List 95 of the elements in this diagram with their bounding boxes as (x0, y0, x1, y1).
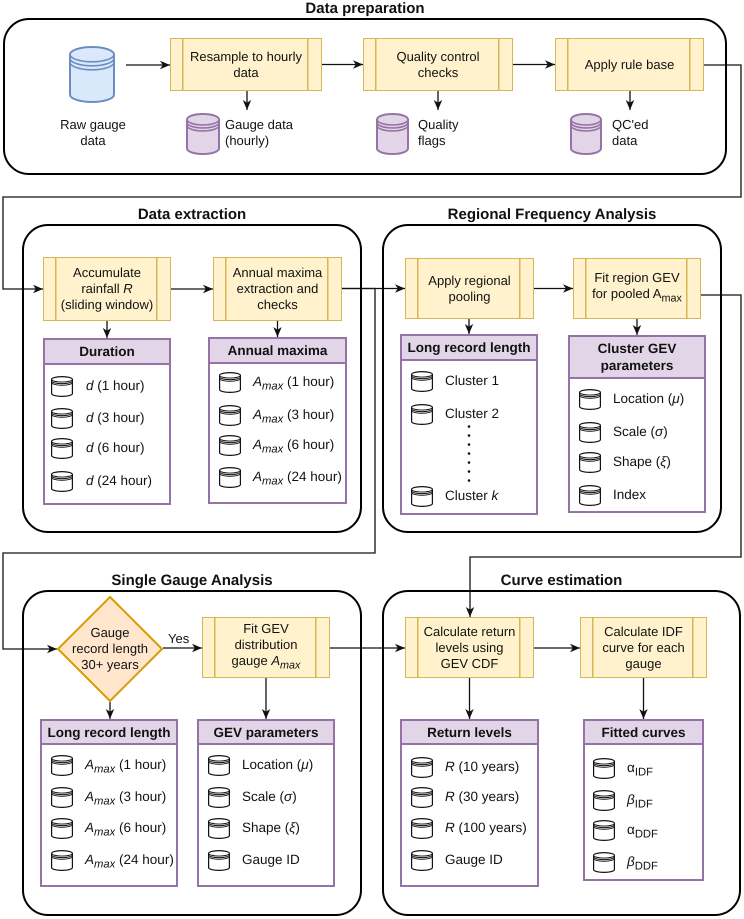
panel-header: Fitted curves (585, 721, 702, 745)
arrow (126, 60, 170, 70)
data-panel (197, 719, 335, 887)
arrow (106, 702, 114, 719)
group-title: Data preparation (305, 0, 425, 17)
data-panel (583, 719, 704, 881)
list-item: Cluster 2 (445, 405, 500, 423)
list-item: A$_{max}$ (3 hour) (85, 788, 166, 810)
list-item: d (6 hour) (86, 439, 145, 457)
list-item: A$_{max}$ (24 hour) (253, 468, 342, 490)
list-item: α$_{IDF}$ (627, 759, 653, 781)
list-item: β$_{DDF}$ (627, 853, 658, 875)
process-box: Calculate return levels using GEV CDF (405, 617, 534, 678)
list-item: A$_{max}$ (1 hour) (85, 756, 166, 778)
arrow (434, 91, 442, 110)
arrow (322, 60, 363, 69)
panel-header: Annual maxima (210, 339, 345, 364)
process-box: Resample to hourly data (170, 38, 322, 91)
list-item: Shape (ξ) (242, 819, 300, 837)
arrow (466, 294, 742, 617)
arrow (171, 284, 213, 294)
list-item: A$_{max}$ (6 hour) (253, 436, 334, 458)
list-item: Location (μ) (613, 390, 684, 408)
group-title: Data extraction (138, 206, 246, 223)
data-panel (568, 335, 706, 513)
process-box: Fit GEV distribution gauge A$_{max}$ (202, 617, 330, 678)
arrow (330, 644, 405, 652)
arrow (465, 678, 474, 719)
panel-header: Return levels (402, 721, 537, 745)
list-item: Index (613, 486, 646, 504)
arrow (2, 288, 376, 654)
list-item: R (30 years) (445, 788, 520, 806)
data-panel (43, 338, 171, 505)
list-item: d (3 hour) (86, 409, 145, 427)
group-title: Curve estimation (500, 572, 622, 589)
list-item: Cluster k (445, 487, 498, 505)
list-item: Location (μ) (242, 756, 314, 774)
list-item: R (10 years) (445, 758, 520, 776)
process-box: Apply regional pooling (405, 258, 534, 319)
list-item: A$_{max}$ (1 hour) (253, 373, 334, 395)
panel-header: Long record length (42, 721, 176, 745)
list-item: R (100 years) (445, 819, 527, 837)
list-item: β$_{IDF}$ (627, 791, 653, 813)
process-box: Fit region GEV for pooled A$_{max}$ (573, 258, 701, 319)
list-item: Scale (σ) (613, 423, 668, 441)
group-panel (22, 572, 362, 916)
process-box: Quality control checks (363, 38, 513, 91)
list-item: Cluster 1 (445, 372, 500, 390)
data-panel (400, 334, 538, 515)
panel-header: Cluster GEV parameters (570, 337, 704, 379)
data-panel (400, 719, 539, 887)
list-item: A$_{max}$ (3 hour) (253, 406, 334, 428)
arrow (163, 644, 202, 652)
process-box: Calculate IDF curve for each gauge (580, 617, 707, 678)
list-item: Shape (ξ) (613, 453, 671, 471)
data-label: Gauge data (hourly) (225, 117, 294, 149)
arrow (102, 321, 112, 338)
arrow (2, 64, 742, 294)
list-item: d (1 hour) (86, 377, 145, 395)
data-label: Quality flags (418, 117, 460, 149)
list-item: α$_{DDF}$ (627, 821, 658, 843)
process-box: Apply rule base (555, 38, 704, 91)
list-item: d (24 hour) (86, 472, 152, 490)
process-box: Annual maxima extraction and checks (213, 257, 342, 321)
list-item: Gauge ID (445, 851, 503, 869)
group-title: Single Gauge Analysis (111, 572, 273, 589)
arrow (534, 644, 580, 652)
list-item: Gauge ID (242, 851, 300, 869)
arrow (632, 319, 642, 335)
process-box: Accumulate rainfall R (sliding window) (43, 257, 171, 321)
panel-header: GEV parameters (199, 721, 333, 745)
arrow (639, 678, 648, 719)
arrow (534, 284, 573, 293)
panel-header: Long record length (402, 336, 536, 361)
group-panel (3, 0, 727, 175)
arrow (626, 91, 634, 110)
data-panel (40, 719, 178, 887)
list-item: A$_{max}$ (24 hour) (85, 851, 174, 873)
group-title: Regional Frequency Analysis (448, 206, 656, 223)
arrow (513, 60, 555, 69)
panel-header: Duration (45, 340, 169, 365)
arrow (242, 91, 252, 110)
data-label: QC'ed data (612, 117, 650, 149)
edge-label: Yes (167, 632, 190, 646)
arrow (464, 319, 474, 334)
arrow (273, 321, 282, 337)
group-panel (382, 206, 722, 533)
data-label: Raw gauge data (60, 117, 126, 149)
list-item: Scale (σ) (242, 788, 297, 806)
decision-diamond: Gauge record length 30+ years (57, 596, 163, 702)
arrow (262, 678, 270, 719)
list-item: A$_{max}$ (6 hour) (85, 819, 166, 841)
group-panel (382, 572, 741, 916)
data-panel (208, 337, 347, 504)
group-panel (22, 206, 362, 533)
